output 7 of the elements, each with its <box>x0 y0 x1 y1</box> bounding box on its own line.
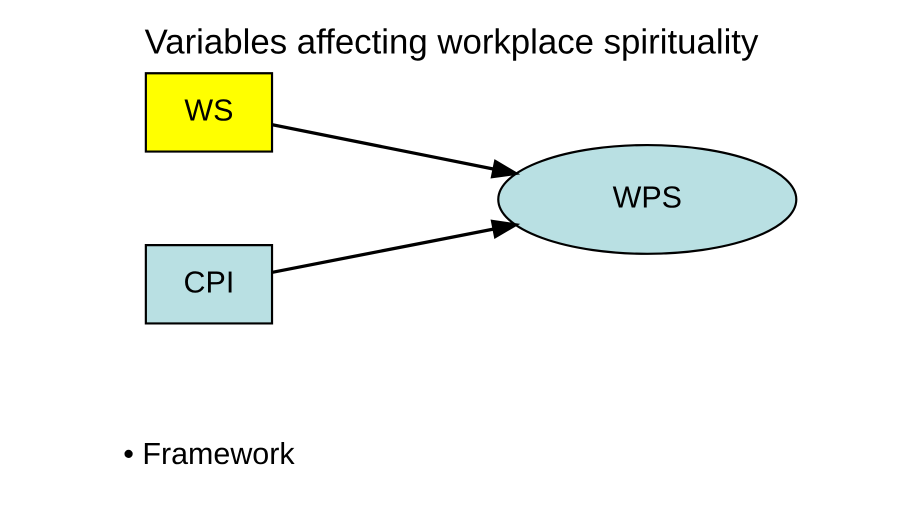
label: • Framework <box>123 437 295 472</box>
diagram-title: Variables affecting workplace spirituality <box>144 22 758 62</box>
node-ellipse: WPS <box>497 144 798 255</box>
node-box: WS <box>144 72 274 153</box>
node-box: CPI <box>144 244 274 325</box>
arrow <box>272 123 520 179</box>
arrow <box>272 220 520 274</box>
